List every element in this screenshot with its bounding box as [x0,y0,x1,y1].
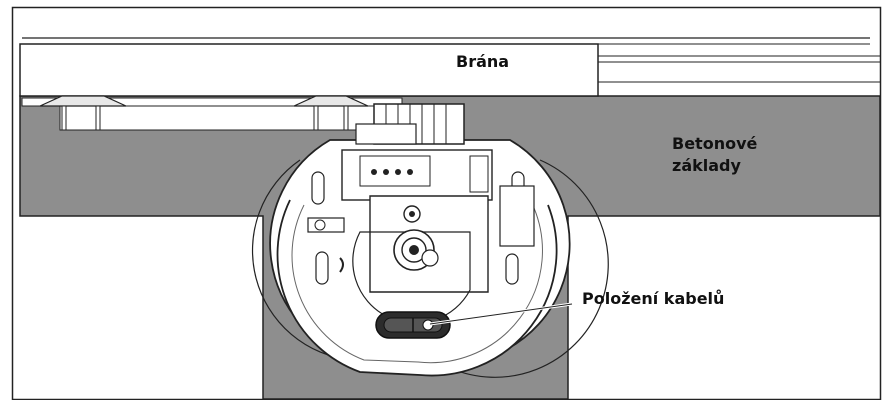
cable-leader-line [429,303,573,325]
motor-unit [251,103,609,378]
gate-panel [19,43,599,97]
gate-label: Brána [456,52,510,71]
gate-roller [293,95,369,131]
concrete-label-line2: základy [672,156,741,175]
concrete-foundation-label: Betonové základy [672,133,757,177]
concrete-label-line1: Betonové [672,134,758,153]
mounting-slot [311,171,325,205]
mounting-slot [505,253,519,285]
cable-position-label: Položení kabelů [582,289,725,308]
gate-roller [39,95,127,131]
rack-strip [59,105,381,131]
mounting-slot [315,251,329,285]
